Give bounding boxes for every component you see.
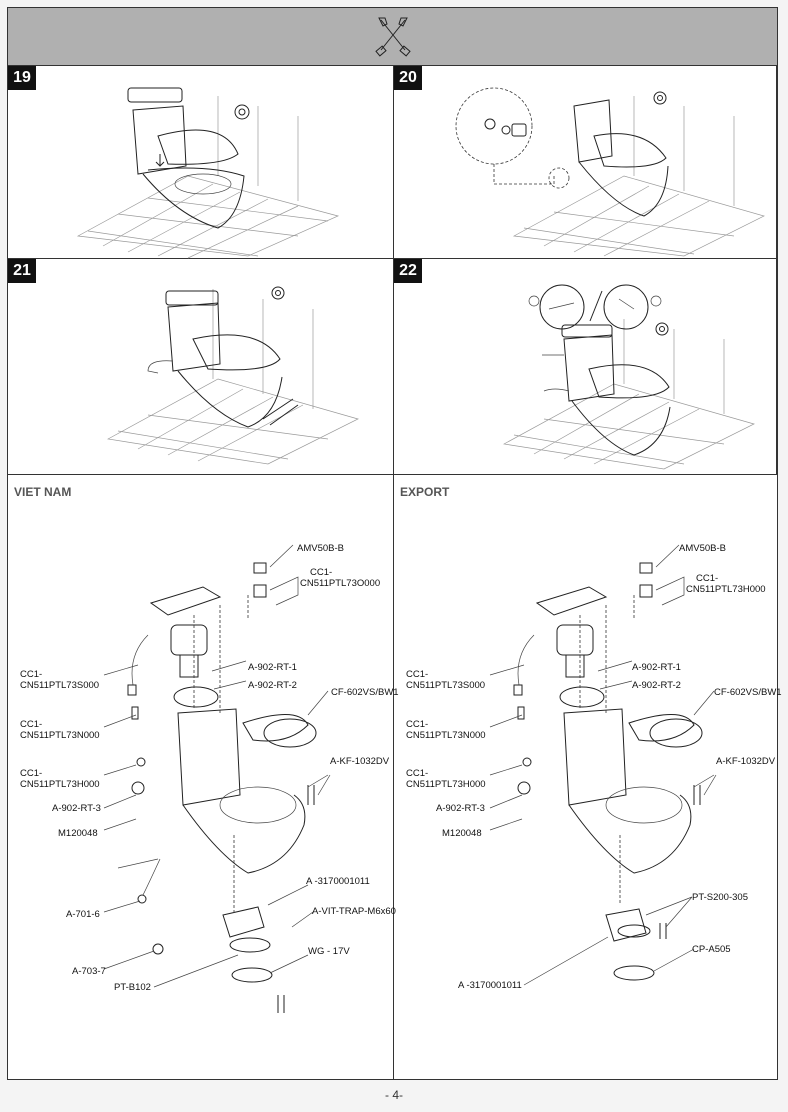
part-label-wg-17v: WG - 17V [308, 946, 350, 957]
instruction-sheet: 19 20 [7, 7, 782, 1080]
part-label-a-kf-1032dv: A-KF-1032DV [716, 756, 776, 767]
part-label-a-902-rt-2: A-902-RT-2 [632, 680, 681, 691]
part-label-cn511ptl73n000: CN511PTL73N000 [20, 730, 100, 741]
step-22-panel: 22 [394, 259, 777, 475]
part-label-a-703-7: A-703-7 [72, 966, 106, 977]
part-label-cn511ptl73n000: CN511PTL73N000 [406, 730, 486, 741]
part-label-cc1: CC1- [20, 768, 43, 779]
step-21-illustration [106, 286, 359, 465]
part-label-a-vit-trap-m6x60: A-VIT-TRAP-M6x60 [312, 906, 396, 917]
step-number: 19 [8, 66, 36, 90]
part-label-m120048: M120048 [442, 828, 482, 839]
part-label-pt-s200-305: PT-S200-305 [692, 892, 748, 903]
step-19-illustration [76, 87, 340, 259]
step-number: 21 [8, 259, 36, 283]
part-label-cc1: CC1- [696, 573, 719, 584]
part-label-cn511ptl73h000: CN511PTL73H000 [686, 584, 766, 595]
part-label-m120048: M120048 [58, 828, 98, 839]
part-label-a-3170001011: A -3170001011 [458, 980, 522, 991]
step-22-illustration [502, 284, 755, 470]
part-label-cc1: CC1- [406, 768, 429, 779]
page-number: - 4- [385, 1088, 403, 1102]
header-bar [8, 8, 777, 66]
part-label-cc1: CC1- [20, 669, 43, 680]
part-label-amv50b-b: AMV50B-B [297, 543, 344, 554]
part-label-a-902-rt-1: A-902-RT-1 [248, 662, 297, 673]
vietnam-exploded-diagram [103, 544, 331, 1013]
part-label-cf-602vs-bw1: CF-602VS/BW1 [714, 687, 782, 698]
part-label-a-3170001011: A -3170001011 [306, 876, 370, 887]
part-label-cn511ptl73h000: CN511PTL73H000 [406, 779, 486, 790]
part-label-cc1: CC1- [310, 567, 333, 578]
section-title: EXPORT [400, 485, 450, 499]
part-label-cn511ptl73s000: CN511PTL73S000 [406, 680, 486, 691]
export-exploded-diagram [489, 544, 717, 986]
step-19-panel: 19 [8, 66, 394, 259]
part-label-a-kf-1032dv: A-KF-1032DV [330, 756, 390, 767]
step-20-panel: 20 [394, 66, 777, 259]
part-label-cn511ptl73h000: CN511PTL73H000 [20, 779, 100, 790]
part-label-a-902-rt-3: A-902-RT-3 [52, 803, 101, 814]
part-label-cp-a505: CP-A505 [692, 944, 731, 955]
part-label-cc1: CC1- [406, 719, 429, 730]
part-label-a-902-rt-3: A-902-RT-3 [436, 803, 485, 814]
part-label-amv50b-b: AMV50B-B [679, 543, 726, 554]
part-label-a-902-rt-1: A-902-RT-1 [632, 662, 681, 673]
section-title: VIET NAM [14, 485, 72, 499]
part-label-a-701-6: A-701-6 [66, 909, 100, 920]
part-label-cc1: CC1- [20, 719, 43, 730]
step-number: 22 [394, 259, 422, 283]
step-20-illustration [455, 87, 765, 257]
part-label-cf-602vs-bw1: CF-602VS/BW1 [331, 687, 399, 698]
wrench-screwdriver-icon [375, 17, 411, 57]
part-label-cn511ptl73o000: CN511PTL73O000 [300, 578, 381, 589]
part-label-a-902-rt-2: A-902-RT-2 [248, 680, 297, 691]
step-number: 20 [394, 66, 422, 90]
vietnam-parts-panel: VIET NAM [8, 475, 399, 1080]
part-label-cc1: CC1- [406, 669, 429, 680]
step-21-panel: 21 [8, 259, 394, 475]
part-label-pt-b102: PT-B102 [114, 982, 151, 993]
part-label-cn511ptl73s000: CN511PTL73S000 [20, 680, 100, 691]
export-parts-panel: EXPORT [394, 475, 782, 1080]
